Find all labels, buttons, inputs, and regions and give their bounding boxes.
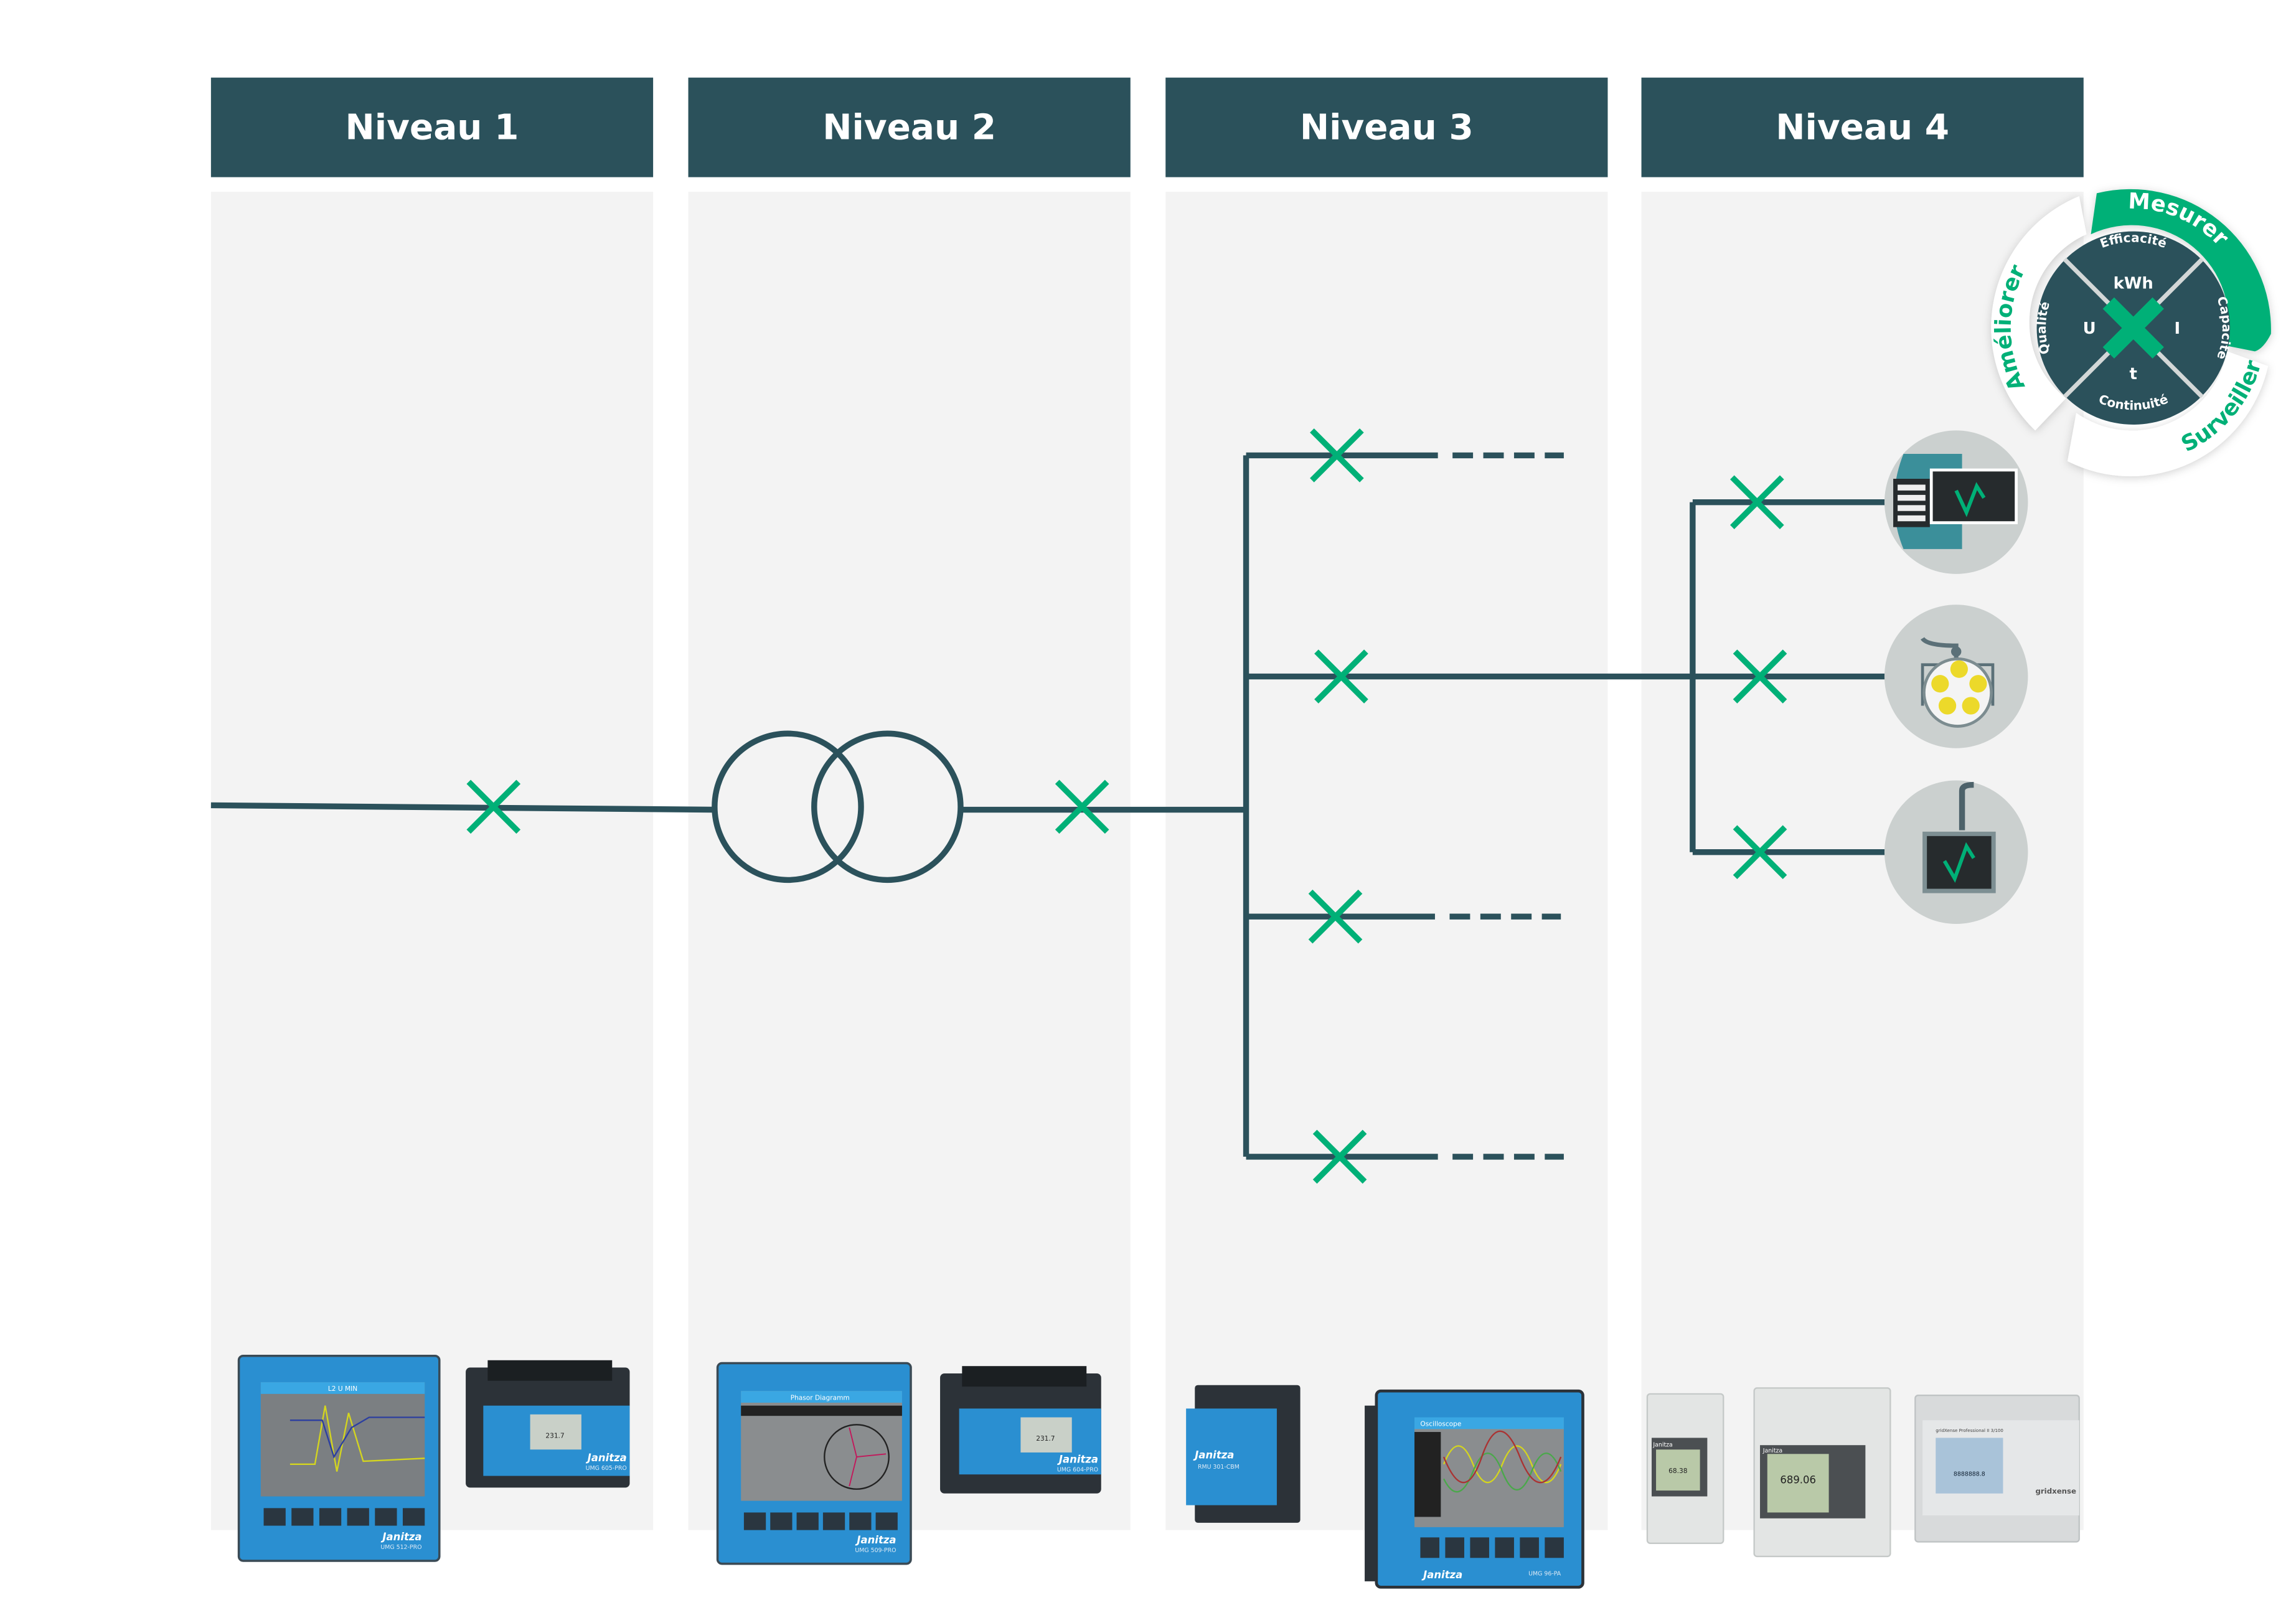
device-brand: Janitza	[380, 1531, 421, 1543]
header-level-3: Niveau 3	[1165, 77, 1608, 177]
measurement-point-x-icon	[1308, 889, 1363, 944]
header-level-2: Niveau 2	[688, 77, 1131, 177]
measurement-point-x-icon	[1733, 825, 1787, 880]
device-display: 231.7	[545, 1432, 564, 1439]
device-screen-title: L2 U MIN	[328, 1385, 357, 1393]
ring-segment-ameliorer	[1991, 196, 2087, 431]
level-headers: Niveau 1 Niveau 2 Niveau 3 Niveau 4	[210, 77, 2084, 177]
device-brand: gridxense	[2035, 1487, 2076, 1495]
measurement-point-x-icon	[1314, 649, 1368, 704]
variable-u: U	[2083, 319, 2096, 338]
header-level-4-label: Niveau 4	[1776, 107, 1949, 148]
header-level-4: Niveau 4	[1641, 77, 2084, 177]
device-screen-title: Oscilloscope	[1420, 1421, 1461, 1428]
measurement-point-x-icon	[1310, 428, 1364, 483]
variable-kwh: kWh	[2114, 274, 2153, 293]
measurement-point-x-icon	[466, 779, 521, 834]
device-display: 231.7	[1036, 1435, 1055, 1443]
device-screen-title: Phasor Diagramm	[791, 1394, 850, 1401]
measurement-point-x-icon	[1730, 475, 1784, 529]
device-umg-605-pro: 231.7 Janitza UMG 605-PRO	[466, 1360, 630, 1488]
device-energy-meter-3-module: 689.06 Janitza	[1753, 1387, 1891, 1558]
ring-segment-mesurer	[2091, 189, 2271, 352]
measure-monitor-improve-wheel: Mesurer Améliorer Surveiller Efficacité …	[1991, 189, 2271, 477]
janitza-x-logo-icon	[2102, 297, 2164, 359]
device-rmu-301-cbm: Janitza RMU 301-CBM	[1186, 1385, 1301, 1523]
measurement-points	[466, 428, 1787, 1184]
device-umg-604-pro: 231.7 Janitza UMG 604-PRO	[940, 1366, 1101, 1494]
level-columns	[210, 192, 2084, 1530]
device-brand: Janitza	[1193, 1449, 1234, 1461]
device-model: RMU 301-CBM	[1198, 1464, 1240, 1471]
device-display: 689.06	[1780, 1474, 1816, 1486]
server-rack-monitor-icon	[1884, 430, 2028, 574]
device-brand: Janitza	[1421, 1569, 1462, 1581]
feeder-line	[210, 802, 715, 813]
device-umg-96-pa: Oscilloscope Janitza UMG 96-PA	[1365, 1389, 1584, 1589]
device-gridxense-meter: 8888888.8 gridXense Professional II 3/10…	[1914, 1395, 2080, 1543]
column-level-3	[1165, 192, 1608, 1530]
device-umg-512-pro: L2 U MIN Janitza UMG 512-PRO	[237, 1354, 441, 1562]
variable-t: t	[2130, 365, 2137, 384]
network-lines	[210, 452, 1889, 1160]
device-display: 68.38	[1668, 1467, 1687, 1475]
surgical-lamp-icon	[1884, 605, 2028, 748]
device-brand: Janitza	[1652, 1442, 1672, 1449]
ring-segment-surveiller	[2067, 351, 2269, 477]
device-model: gridXense Professional II 3/100	[1936, 1428, 2003, 1433]
device-brand: Janitza	[855, 1534, 896, 1546]
header-level-1-label: Niveau 1	[346, 107, 519, 148]
transformer-icon-secondary	[811, 730, 964, 883]
column-level-1	[210, 192, 654, 1530]
measurement-point-x-icon	[1312, 1129, 1367, 1184]
transformer-icon	[712, 730, 864, 883]
device-model: UMG 605-PRO	[586, 1465, 627, 1472]
device-model: UMG 509-PRO	[855, 1547, 896, 1554]
device-brand: Janitza	[586, 1452, 627, 1464]
header-level-1: Niveau 1	[210, 77, 654, 177]
header-level-2-label: Niveau 2	[822, 107, 996, 148]
medical-monitor-icon	[1884, 780, 2028, 924]
column-level-2	[688, 192, 1131, 1530]
device-brand: Janitza	[1762, 1448, 1782, 1454]
device-model: UMG 604-PRO	[1057, 1467, 1098, 1474]
device-brand: Janitza	[1057, 1453, 1098, 1465]
measurement-point-x-icon	[1733, 649, 1787, 704]
device-display: 8888888.8	[1954, 1471, 1985, 1478]
device-energy-meter-1-module: 68.38 Janitza	[1646, 1393, 1724, 1544]
variable-i: I	[2174, 319, 2180, 338]
device-model: UMG 96-PA	[1528, 1571, 1561, 1578]
device-umg-509-pro: Phasor Diagramm Janitza UMG 509-PRO	[716, 1362, 912, 1565]
header-level-3-label: Niveau 3	[1300, 107, 1474, 148]
measurement-point-x-icon	[1055, 779, 1109, 834]
device-model: UMG 512-PRO	[380, 1544, 421, 1551]
